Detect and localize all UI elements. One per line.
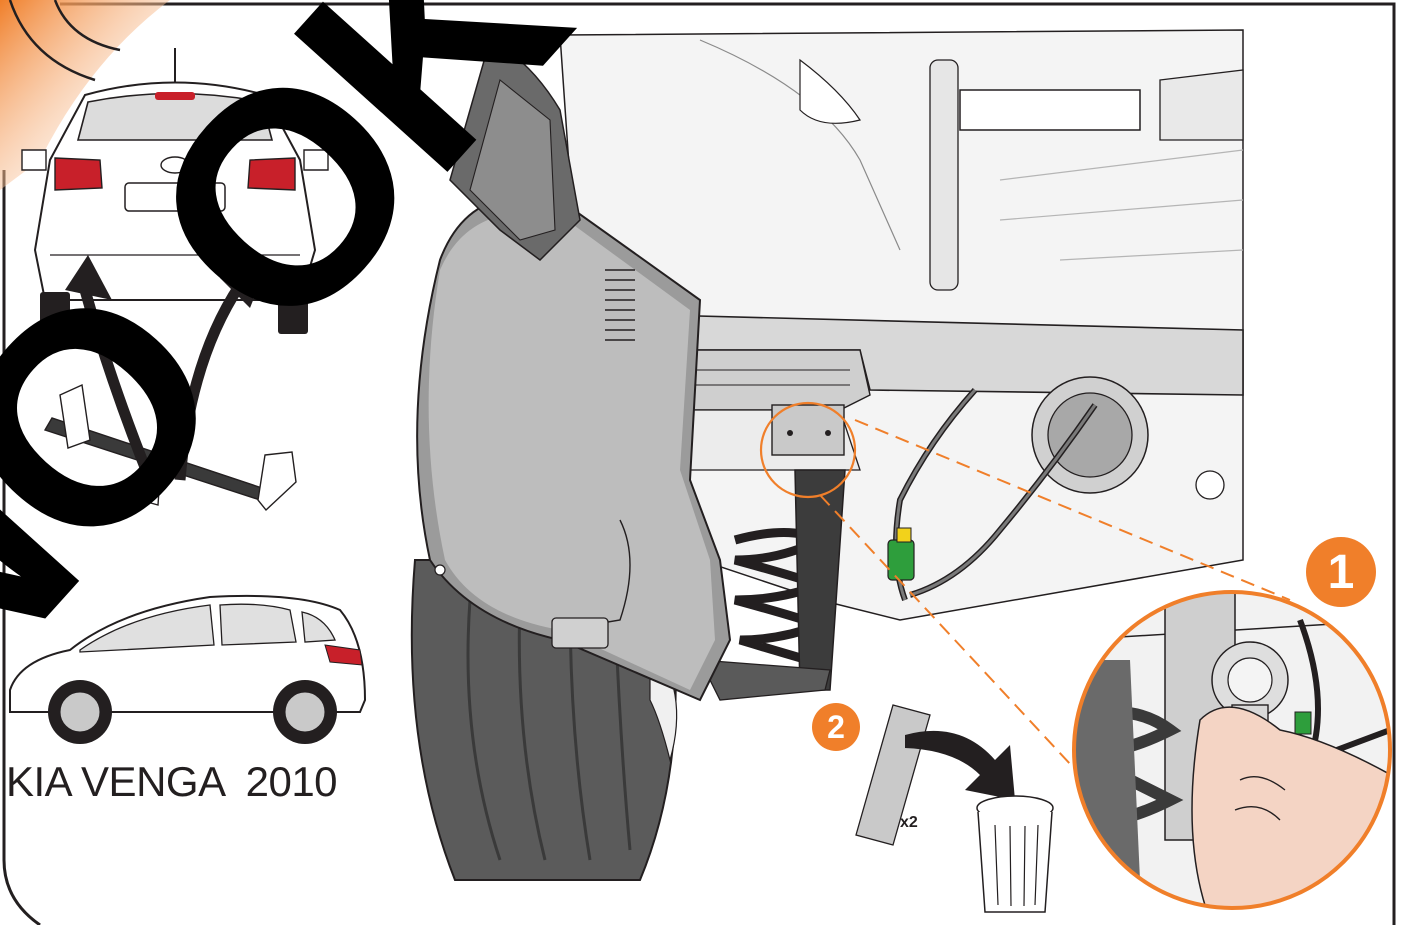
zoom-detail	[1072, 590, 1392, 910]
car-rear-icon	[21, 48, 329, 334]
quantity-label: x2	[900, 814, 918, 831]
step-badge-2: 2	[812, 703, 860, 751]
main-drawing-underbody	[410, 29, 1244, 881]
model-title: KIA VENGA 2010	[6, 758, 338, 805]
detail-highlight	[759, 401, 1291, 781]
wire-connector	[887, 539, 915, 581]
corner-decoration	[0, 0, 170, 190]
tow-bar-icon	[43, 383, 297, 512]
step-badge-1: 1	[1306, 537, 1376, 607]
car-side-icon	[9, 594, 367, 744]
removed-part	[855, 704, 931, 846]
arrow-icon	[905, 730, 1015, 800]
trash-bin-icon	[976, 795, 1054, 913]
mount-arrows	[65, 255, 265, 483]
